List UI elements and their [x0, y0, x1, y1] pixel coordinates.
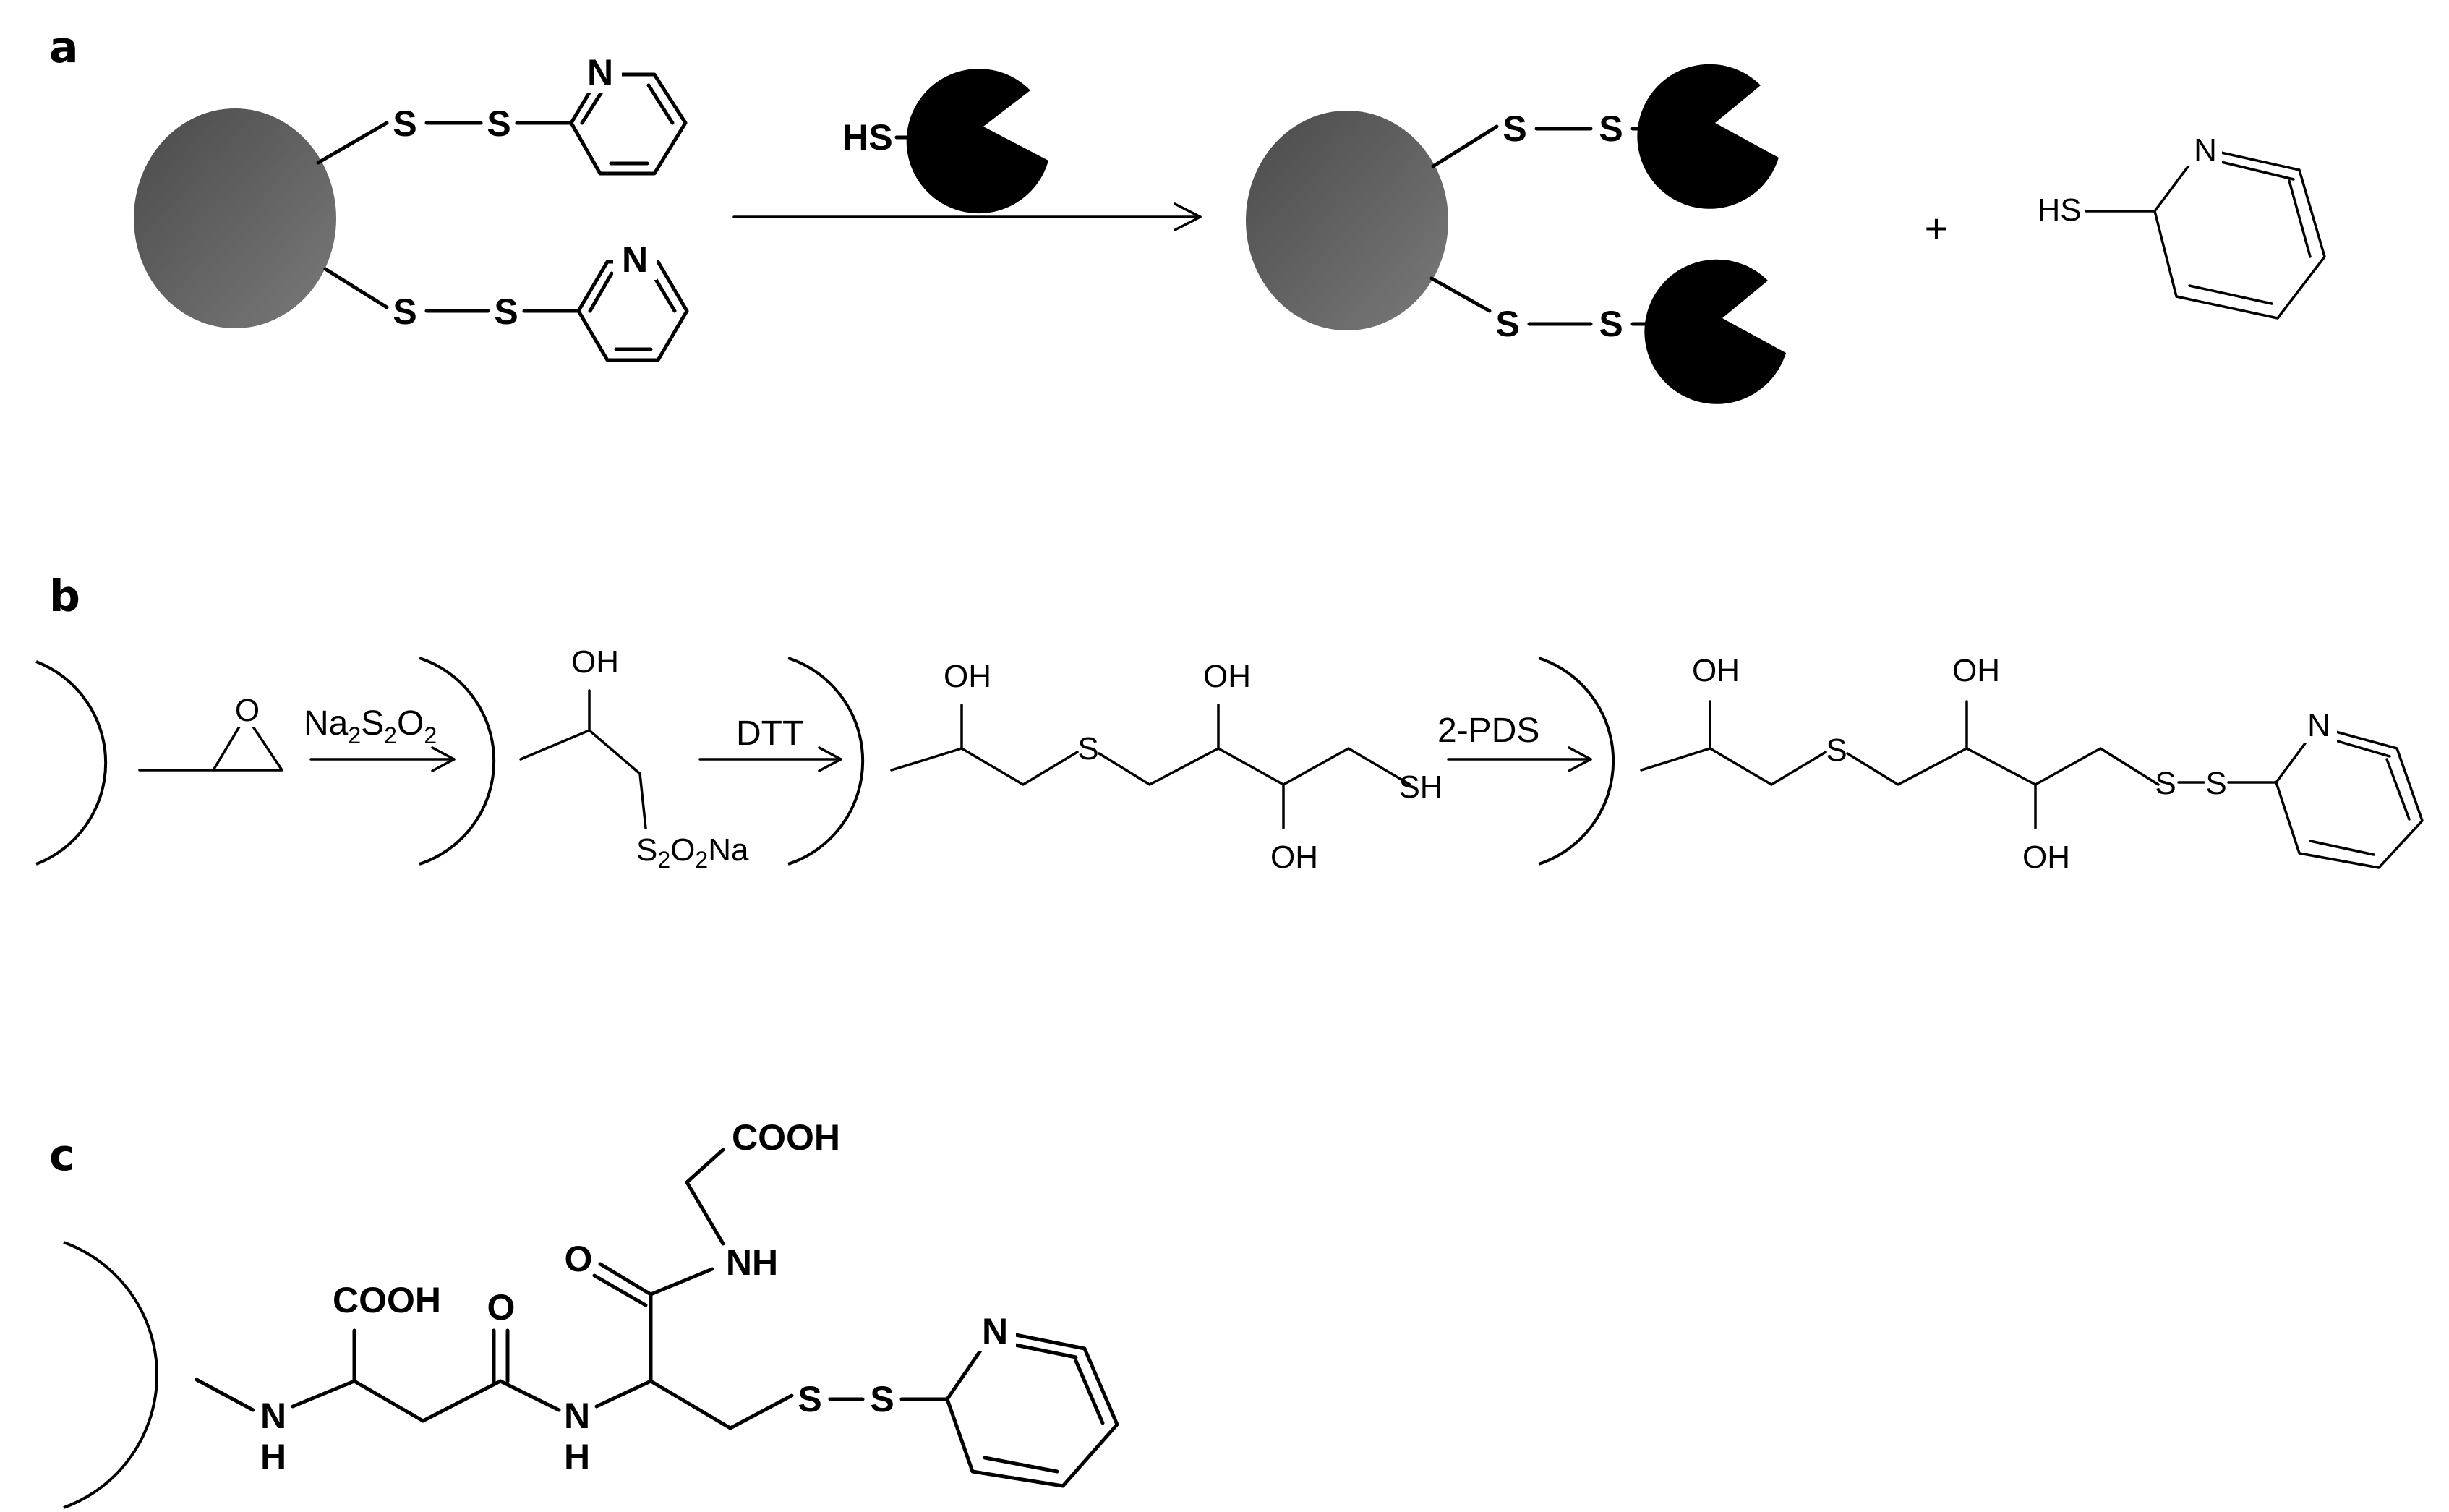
- panel-c: c N H COOH O N H O NH COOH S S: [49, 1117, 1119, 1509]
- sulfur-atom: S: [870, 1379, 894, 1419]
- support-surface: [1538, 657, 1615, 866]
- bead-product: [1246, 111, 1448, 330]
- sulfur-atom: S: [2205, 766, 2226, 801]
- support-surface: [419, 657, 496, 866]
- nitrogen-atom: N: [2194, 132, 2217, 168]
- protein-shape: [906, 69, 1048, 214]
- nitrogen-atom: N: [622, 239, 648, 280]
- protein-shape: [1637, 64, 1779, 209]
- sulfur-atom: S: [1599, 304, 1623, 344]
- nitrogen-atom: N: [982, 1311, 1008, 1351]
- hydroxyl-label: OH: [571, 644, 619, 680]
- panel-a: a S S N S S N: [49, 22, 2326, 404]
- support-surface: [63, 1241, 159, 1509]
- bead-reactant: [134, 108, 336, 328]
- hydroxyl-label: OH: [2022, 840, 2070, 875]
- hydroxyl-label: OH: [1203, 659, 1251, 694]
- thiol-label: HS: [2037, 192, 2081, 228]
- panel-label-a: a: [49, 22, 79, 73]
- sulfonate-label: S2O2Na: [636, 832, 749, 873]
- hydroxyl-label: OH: [1952, 653, 2000, 688]
- oxygen-atom: O: [235, 693, 260, 728]
- sulfur-atom: S: [393, 103, 416, 144]
- thiol-label: SH: [1398, 769, 1443, 805]
- reagent-label: Na2S2O2: [304, 704, 437, 748]
- sulfur-atom: S: [1599, 108, 1623, 149]
- pyridine-ring: N: [2275, 705, 2424, 869]
- carboxyl-label: COOH: [333, 1280, 441, 1320]
- sulfur-atom: S: [1495, 304, 1519, 344]
- support-surface: [787, 657, 865, 866]
- amide-n: N: [564, 1396, 590, 1436]
- sulfur-atom: S: [1826, 732, 1847, 768]
- pyridine-ring: N: [2153, 130, 2326, 320]
- hydroxyl-label: OH: [1692, 653, 1740, 688]
- nitrogen-atom: N: [2307, 708, 2330, 743]
- plus-sign: +: [1925, 205, 1949, 251]
- sulfur-atom: S: [798, 1379, 821, 1419]
- support-surface: [35, 660, 108, 866]
- reaction-arrow: [698, 746, 842, 772]
- panel-b: b O Na2S2O2 OH S2O2Na DTT OH S: [35, 571, 2424, 875]
- sulfur-atom: S: [393, 291, 416, 332]
- reaction-arrow: [309, 746, 456, 772]
- hydroxyl-label: OH: [1270, 840, 1318, 875]
- pyridine-ring: N: [576, 236, 689, 362]
- panel-label-b: b: [49, 571, 80, 622]
- hydroxyl-label: OH: [944, 659, 991, 694]
- reagent-label: 2-PDS: [1437, 712, 1539, 750]
- oxygen-atom: O: [565, 1239, 593, 1279]
- sulfur-atom: S: [2155, 766, 2176, 801]
- oxygen-atom: O: [487, 1287, 516, 1328]
- pyridine-ring: N: [569, 49, 688, 176]
- reagent-label: DTT: [736, 714, 803, 753]
- sulfur-atom: S: [494, 291, 518, 332]
- thiol-label: HS: [842, 117, 892, 158]
- carboxyl-label: COOH: [732, 1117, 840, 1158]
- sulfur-atom: S: [487, 103, 510, 144]
- amine-n: N: [260, 1396, 286, 1436]
- protein-shape: [1644, 259, 1786, 404]
- reaction-arrow: [732, 202, 1202, 231]
- amide-h: H: [564, 1437, 590, 1477]
- amine-h: H: [260, 1437, 286, 1477]
- nitrogen-atom: N: [587, 52, 613, 93]
- panel-label-c: c: [49, 1130, 75, 1181]
- pyridine-ring: N: [945, 1307, 1119, 1488]
- amide-nh: NH: [726, 1242, 778, 1283]
- sulfur-atom: S: [1077, 731, 1098, 766]
- sulfur-atom: S: [1503, 108, 1526, 149]
- reaction-arrow: [1447, 746, 1592, 772]
